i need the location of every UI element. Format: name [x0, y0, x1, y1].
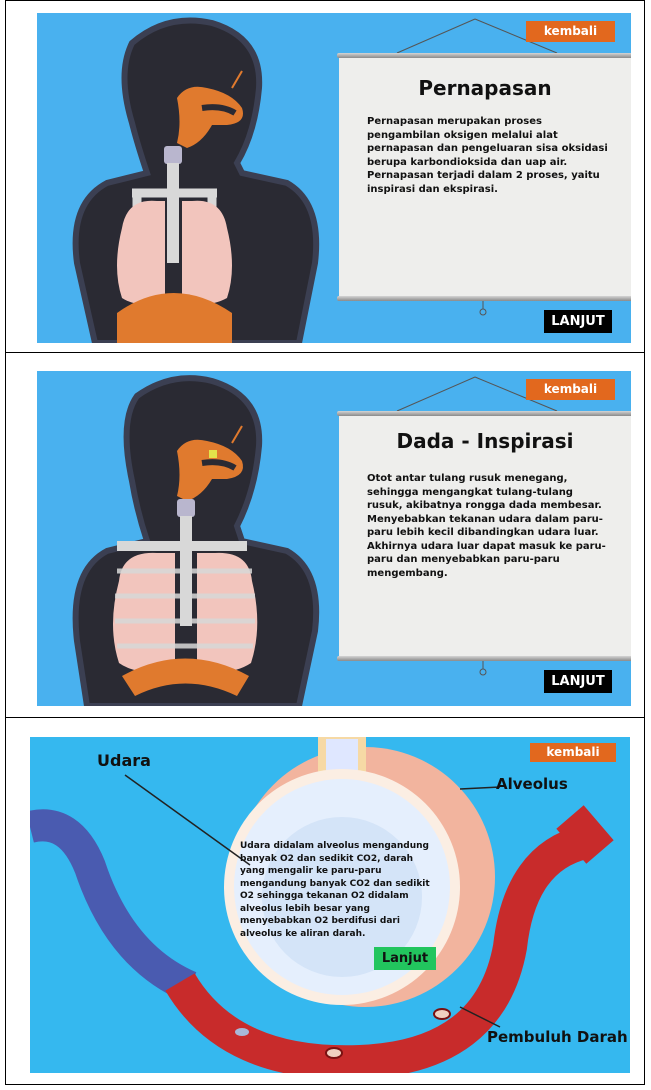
slide-body-text: Pernapasan merupakan proses pengambilan … [367, 115, 612, 196]
table-cell-slide-2: Dada - Inspirasi Otot antar tulang rusuk… [5, 352, 645, 718]
board-bottom-rail [337, 656, 631, 661]
table-cell-slide-3: Udara Alveolus Pembuluh Darah Udara dida… [5, 717, 645, 1085]
board-bottom-rail [337, 296, 631, 301]
slide-pernapasan: Pernapasan Pernapasan merupakan proses p… [37, 13, 631, 343]
back-button[interactable]: kembali [526, 379, 615, 400]
info-board: Dada - Inspirasi Otot antar tulang rusuk… [339, 416, 631, 656]
label-alveolus: Alveolus [496, 775, 568, 793]
slide-title: Dada - Inspirasi [339, 429, 631, 453]
info-board: Pernapasan Pernapasan merupakan proses p… [339, 58, 631, 296]
label-udara: Udara [97, 751, 151, 770]
slide-title: Pernapasan [339, 76, 631, 100]
next-button[interactable]: LANJUT [544, 670, 612, 693]
next-button[interactable]: LANJUT [544, 310, 612, 333]
slide-body-text: Udara didalam alveolus mengandung banyak… [240, 840, 440, 940]
slide-dada-inspirasi: Dada - Inspirasi Otot antar tulang rusuk… [37, 371, 631, 706]
label-pembuluh-darah: Pembuluh Darah [487, 1028, 628, 1046]
back-button[interactable]: kembali [526, 21, 615, 42]
next-button[interactable]: Lanjut [374, 947, 436, 970]
back-button[interactable]: kembali [530, 743, 616, 762]
slide-body-text: Otot antar tulang rusuk menegang, sehing… [367, 472, 612, 580]
table-cell-slide-1: Pernapasan Pernapasan merupakan proses p… [5, 0, 645, 353]
slide-alveolus: Udara Alveolus Pembuluh Darah Udara dida… [30, 737, 630, 1073]
